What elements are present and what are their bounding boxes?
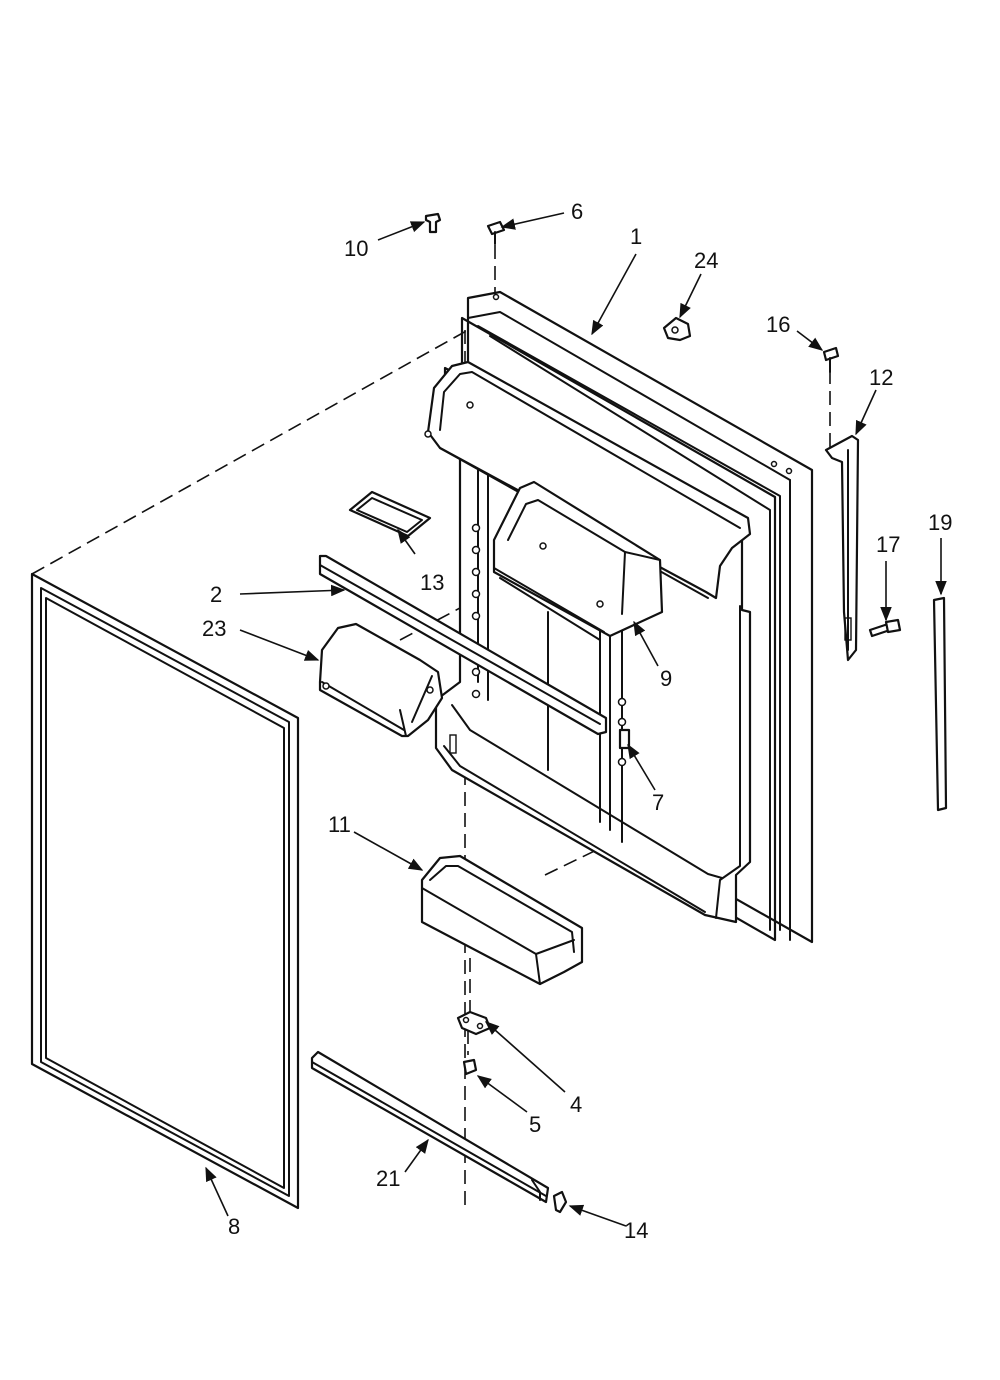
callout-13: 13 [420, 570, 444, 595]
callout-23: 23 [202, 616, 226, 641]
callout-17: 17 [876, 532, 900, 557]
callout-4: 4 [570, 1092, 582, 1117]
callout-1: 1 [630, 224, 642, 249]
trim-clip-part [552, 1190, 568, 1214]
callout-7: 7 [652, 790, 664, 815]
callout-16: 16 [766, 312, 790, 337]
dairy-bin-part [492, 480, 664, 641]
callout-5: 5 [529, 1112, 541, 1137]
callout-21: 21 [376, 1166, 400, 1191]
callout-6: 6 [571, 199, 583, 224]
bottom-trim-part [310, 1050, 550, 1204]
callout-2: 2 [210, 582, 222, 607]
top-hinge-screw-part [486, 220, 506, 245]
shelf-retainer-bar-part [318, 554, 608, 736]
plug-part [424, 212, 442, 234]
callout-12: 12 [869, 365, 893, 390]
handle-screw-side-part [868, 618, 902, 638]
handle-screw-top-part [822, 346, 840, 373]
door-gasket-part [30, 572, 300, 1210]
small-cover-part [348, 490, 432, 538]
callout-8: 8 [228, 1214, 240, 1239]
callout-19: 19 [928, 510, 952, 535]
callout-11: 11 [328, 812, 351, 837]
shelf-stud-part [618, 728, 631, 750]
hinge-screw-part [462, 1058, 478, 1076]
grommet-part [662, 316, 692, 342]
callout-10: 10 [344, 236, 368, 261]
leader-lines [205, 212, 947, 1227]
callout-9: 9 [660, 666, 672, 691]
egg-bin-part [318, 622, 444, 738]
door-handle-part [824, 434, 860, 662]
lower-door-bin-part [420, 854, 584, 986]
callout-24: 24 [694, 248, 718, 273]
callout-labels: 1 2 4 5 6 7 8 9 10 11 12 13 14 16 17 19 … [202, 199, 952, 1243]
callout-14: 14 [624, 1218, 648, 1243]
hinge-washer-part [456, 1010, 492, 1036]
trim-strip-part [932, 596, 948, 812]
